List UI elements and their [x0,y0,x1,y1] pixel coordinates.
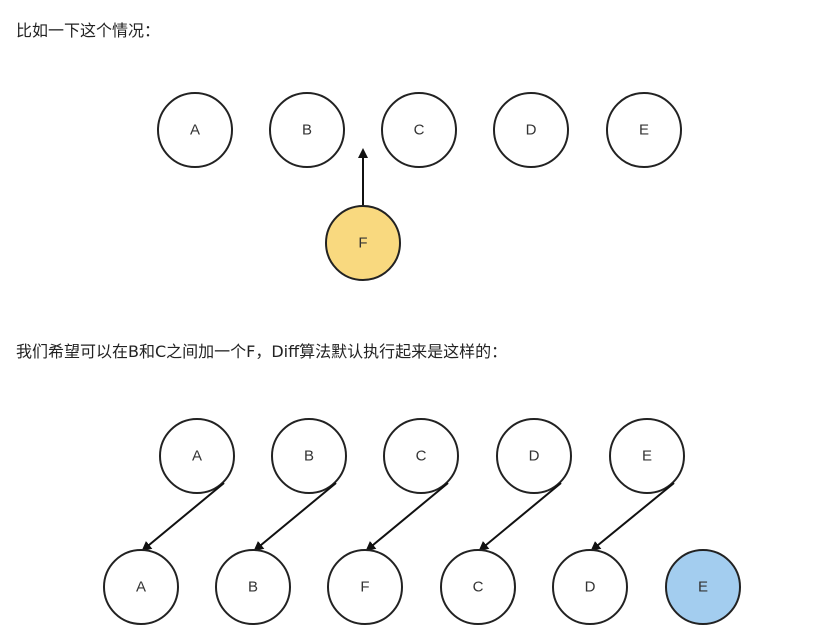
new-node-f-circle [327,549,403,625]
new-node-c-label: C [473,579,484,596]
node-e-circle [606,92,682,168]
old-node-c-circle [383,418,459,494]
old-node-d-label: D [529,448,540,465]
old-node-b-circle [271,418,347,494]
new-node-f-label: F [360,579,369,596]
new-node-a-label: A [136,579,146,596]
insert-node-f-circle [325,205,401,281]
patch-arrow [141,482,225,552]
new-node-d-circle [552,549,628,625]
old-node-a-circle [159,418,235,494]
new-node-e-label: E [698,579,708,596]
new-node-c-circle [440,549,516,625]
node-d-label: D [526,122,537,139]
old-node-d-circle [496,418,572,494]
node-d-circle [493,92,569,168]
old-node-e-label: E [642,448,652,465]
old-node-e-circle [609,418,685,494]
old-node-a-label: A [192,448,202,465]
new-node-a-circle [103,549,179,625]
patch-arrow [365,482,449,552]
old-node-b-label: B [304,448,314,465]
patch-arrow [478,482,562,552]
intro-paragraph: 比如一下这个情况： [16,21,161,40]
node-c-circle [381,92,457,168]
description-paragraph: 我们希望可以在B和C之间加一个F，Diff算法默认执行起来是这样的： [16,342,508,361]
node-c-label: C [414,122,425,139]
node-a-label: A [190,122,200,139]
new-node-b-label: B [248,579,258,596]
node-a-circle [157,92,233,168]
new-node-b-circle [215,549,291,625]
node-b-label: B [302,122,312,139]
new-node-e-circle [665,549,741,625]
node-e-label: E [639,122,649,139]
node-b-circle [269,92,345,168]
insert-node-f-label: F [358,235,367,252]
old-node-c-label: C [416,448,427,465]
patch-arrow [590,482,675,552]
new-node-d-label: D [585,579,596,596]
patch-arrow [253,482,337,552]
